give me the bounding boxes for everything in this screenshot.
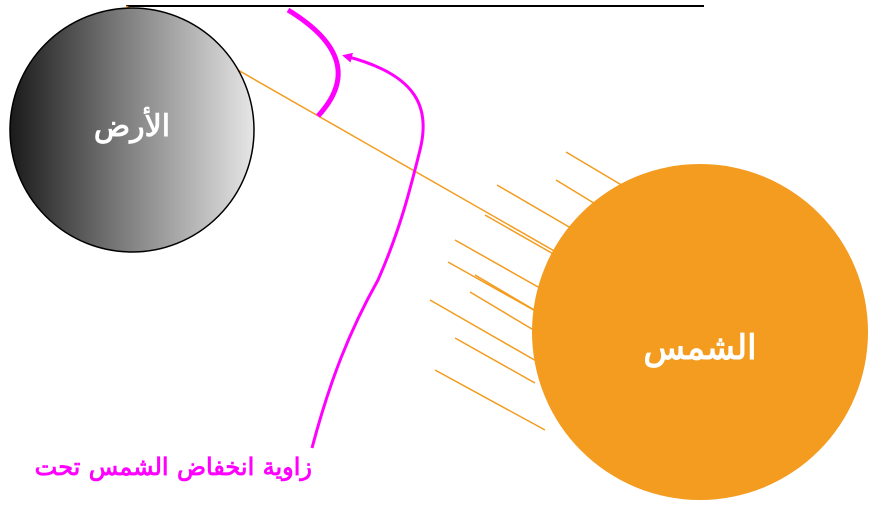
pointer-arrow <box>312 56 423 448</box>
sun-label: الشمس <box>643 328 756 368</box>
sun-ray <box>430 300 538 362</box>
sun-ray <box>455 338 535 383</box>
angle-caption: زاوية انخفاض الشمس تحت <box>35 452 312 482</box>
angle-arc <box>288 10 338 116</box>
earth-label: الأرض <box>94 107 170 144</box>
